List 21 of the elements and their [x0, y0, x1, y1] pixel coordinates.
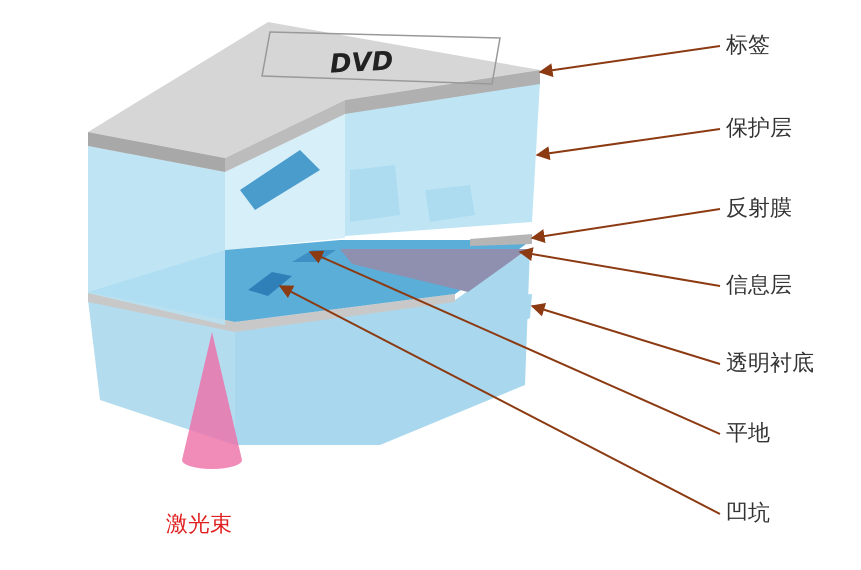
disc-label-text: DVD — [329, 45, 394, 82]
label-layer — [88, 22, 540, 172]
laser-beam-label: 激光束 — [166, 511, 232, 539]
part-label: 标签 — [726, 32, 770, 60]
part-label: 反射膜 — [726, 195, 792, 223]
arrow — [536, 128, 720, 160]
reflective-film — [470, 234, 532, 246]
part-label: 凹坑 — [726, 500, 770, 528]
part-label: 信息层 — [726, 272, 792, 300]
part-label: 透明衬底 — [726, 350, 814, 378]
arrow — [308, 250, 720, 435]
pit-surface — [248, 272, 292, 296]
arrow — [278, 285, 720, 515]
arrow — [530, 303, 720, 365]
arrow — [530, 208, 720, 243]
information-layer — [340, 249, 528, 292]
arrow — [538, 45, 720, 78]
arrow — [518, 247, 720, 287]
part-label: 平地 — [726, 420, 770, 448]
protective-layer — [345, 82, 540, 236]
part-label: 保护层 — [726, 115, 792, 143]
